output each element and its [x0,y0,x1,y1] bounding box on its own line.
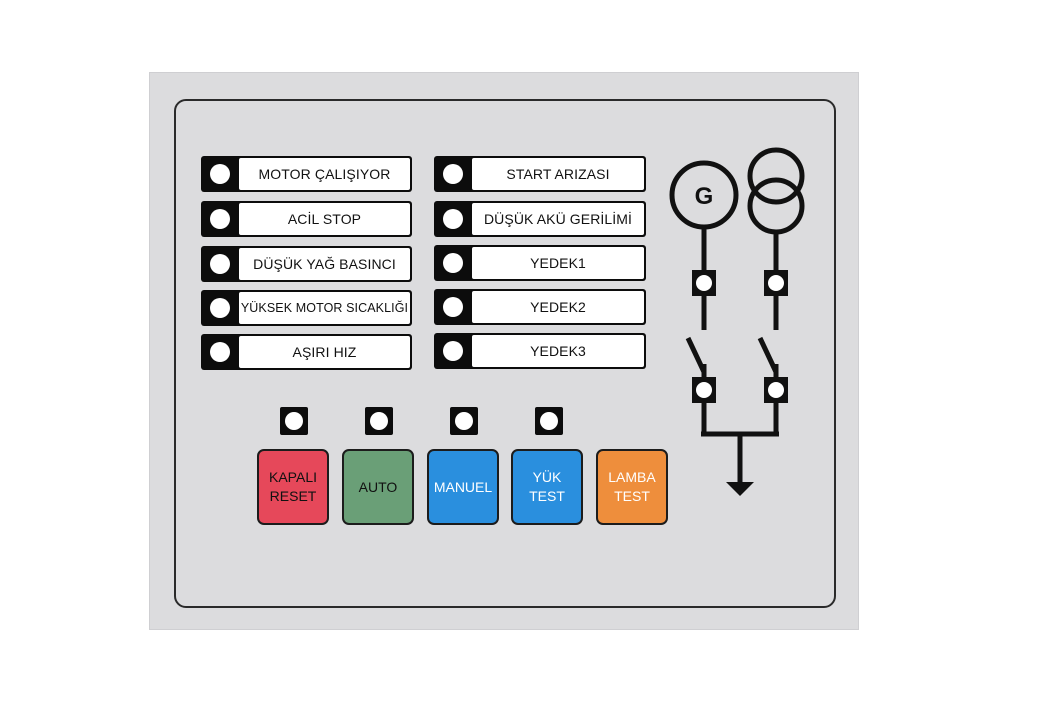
status-led [443,341,463,361]
button-label-line2: TEST [614,488,650,504]
indicator-label: MOTOR ÇALIŞIYOR [239,158,410,190]
load-arrow-icon [726,482,754,496]
indicator-label: DÜŞÜK YAĞ BASINCI [239,248,410,280]
status-led [443,164,463,184]
single-line-diagram: G [669,147,805,496]
indicator-high-engine-temp: YÜKSEK MOTOR SICAKLIĞI [201,290,412,326]
mains-transformer-icon-upper [747,147,805,205]
indicator-label: AŞIRI HIZ [239,336,410,368]
status-led [210,298,230,318]
mains-transformer-icon-lower [747,177,805,235]
indicator-low-battery-voltage: DÜŞÜK AKÜ GERİLİMİ [434,201,646,237]
switch-icon [685,336,707,374]
button-label-line1: MANUEL [433,478,493,495]
button-label-line2: TEST [529,488,565,504]
status-led [210,164,230,184]
indicator-label: YEDEK2 [472,291,644,323]
switch-icon [757,336,779,374]
mode-led-off-reset [280,407,308,435]
status-led [210,209,230,229]
status-led [443,209,463,229]
led-dot [370,412,388,430]
button-label-line1: YÜK [532,469,562,485]
led-dot [455,412,473,430]
indicator-emergency-stop: ACİL STOP [201,201,412,237]
lamp-test-button[interactable]: LAMBA TEST [596,449,668,525]
indicator-label: YEDEK3 [472,335,644,367]
indicator-start-failure: START ARIZASI [434,156,646,192]
indicator-label: YÜKSEK MOTOR SICAKLIĞI [239,292,410,324]
status-led [210,254,230,274]
led-dot [540,412,558,430]
button-label-line1: AUTO [358,478,398,495]
indicator-low-oil-pressure: DÜŞÜK YAĞ BASINCI [201,246,412,282]
indicator-spare-3: YEDEK3 [434,333,646,369]
off-reset-button[interactable]: KAPALI RESET [257,449,329,525]
mode-led-manual [450,407,478,435]
mode-led-load-test [535,407,563,435]
status-led [443,297,463,317]
button-label-line2: RESET [269,488,317,504]
indicator-label: START ARIZASI [472,158,644,190]
indicator-label: DÜŞÜK AKÜ GERİLİMİ [472,203,644,235]
manual-button[interactable]: MANUEL [427,449,499,525]
button-label-line1: LAMBA [608,469,656,485]
indicator-label: YEDEK1 [472,247,644,279]
led-dot [285,412,303,430]
panel-frame [174,99,836,608]
indicator-spare-1: YEDEK1 [434,245,646,281]
load-test-button[interactable]: YÜK TEST [511,449,583,525]
status-led [443,253,463,273]
status-led [210,342,230,362]
button-label-line1: KAPALI [269,469,317,485]
indicator-motor-running: MOTOR ÇALIŞIYOR [201,156,412,192]
indicator-overspeed: AŞIRI HIZ [201,334,412,370]
indicator-spare-2: YEDEK2 [434,289,646,325]
auto-button[interactable]: AUTO [342,449,414,525]
indicator-label: ACİL STOP [239,203,410,235]
mode-led-auto [365,407,393,435]
generator-symbol: G [695,183,714,210]
